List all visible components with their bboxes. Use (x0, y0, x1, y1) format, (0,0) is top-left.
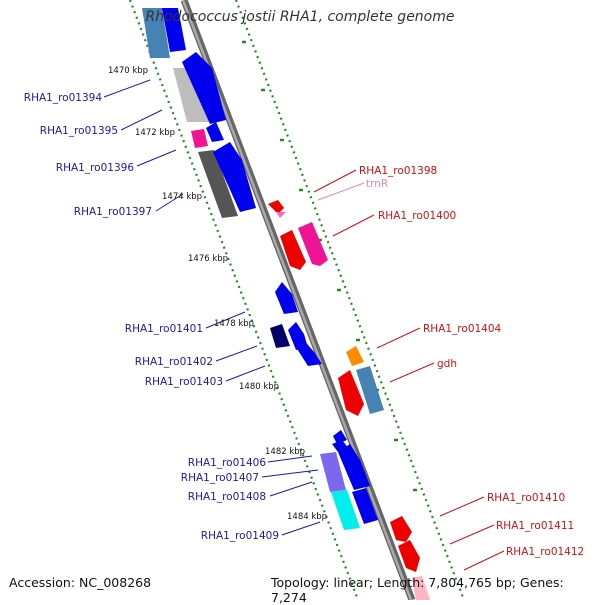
right-track-ticks (242, 40, 417, 492)
gene-shape-blue-3[interactable] (213, 142, 256, 212)
tick-label: 1470 kbp (108, 66, 148, 76)
leader-lines-left (103, 79, 321, 536)
tick-labels: 1470 kbp 1472 kbp 1474 kbp 1476 kbp 1478… (108, 66, 327, 522)
gene-shape-ro01402[interactable] (270, 324, 290, 348)
gene-shape-ro01411[interactable] (398, 540, 420, 572)
gene-shape-ro01404[interactable] (346, 346, 364, 366)
gene-shape-ro01410[interactable] (390, 516, 412, 542)
accession-text: Accession: NC_008268 (9, 575, 152, 590)
gene-shape-ro01403[interactable] (294, 338, 322, 366)
forward-genes (142, 8, 378, 530)
gene-shape-ro01397[interactable] (198, 150, 238, 218)
gene-shape-ro01394[interactable] (142, 8, 170, 58)
gene-shape-ro01395[interactable] (173, 68, 211, 122)
gene-label-ro01411[interactable]: RHA1_ro01411 (496, 520, 574, 532)
tick-label: 1474 kbp (162, 192, 202, 202)
gene-shape-pink-ro01400[interactable] (298, 222, 328, 266)
tick-label: 1480 kbp (239, 382, 279, 392)
gene-label-ro01394[interactable]: RHA1_ro01394 (24, 92, 103, 104)
genome-backbone (180, 0, 416, 600)
gene-label-ro01401[interactable]: RHA1_ro01401 (125, 323, 203, 335)
tick-label: 1482 kbp (265, 447, 305, 457)
gene-shape-trnR[interactable] (276, 212, 286, 218)
gene-label-ro01402[interactable]: RHA1_ro01402 (135, 356, 213, 368)
gene-label-ro01396[interactable]: RHA1_ro01396 (56, 162, 135, 174)
tick-label: 1472 kbp (135, 128, 175, 138)
gene-label-ro01403[interactable]: RHA1_ro01403 (145, 376, 223, 388)
forward-gene-labels: RHA1_ro01394 RHA1_ro01395 RHA1_ro01396 R… (24, 92, 279, 542)
gene-label-ro01407[interactable]: RHA1_ro01407 (181, 472, 259, 484)
gene-shape-ro01400[interactable] (280, 230, 306, 270)
gene-shape-small-blue[interactable] (333, 430, 347, 444)
gene-shape-ro01408[interactable] (331, 490, 360, 530)
gene-label-ro01398[interactable]: RHA1_ro01398 (359, 165, 437, 177)
gene-shape-blue-5[interactable] (338, 444, 370, 490)
gene-shape-blue-6[interactable] (352, 488, 378, 524)
reverse-gene-labels: RHA1_ro01398 trnR RHA1_ro01400 RHA1_ro01… (359, 165, 584, 558)
gene-label-ro01409[interactable]: RHA1_ro01409 (201, 530, 279, 542)
tick-label: 1476 kbp (188, 254, 228, 264)
gene-label-ro01400[interactable]: RHA1_ro01400 (378, 210, 456, 222)
gene-label-ro01397[interactable]: RHA1_ro01397 (74, 206, 152, 218)
gene-shape-gdh-red[interactable] (338, 370, 364, 416)
gene-label-ro01408[interactable]: RHA1_ro01408 (188, 491, 266, 503)
dotted-tracks (128, 0, 466, 600)
gene-shape-ro01401[interactable] (275, 282, 298, 314)
reverse-genes (268, 200, 430, 600)
gene-shape-ro01396[interactable] (191, 129, 208, 148)
gene-label-trnR[interactable]: trnR (366, 178, 388, 190)
tick-label: 1484 kbp (287, 512, 327, 522)
leader-lines-right (313, 169, 505, 571)
tick-label: 1478 kbp (214, 319, 254, 329)
gene-label-gdh[interactable]: gdh (437, 358, 457, 370)
gene-label-ro01410[interactable]: RHA1_ro01410 (487, 492, 565, 504)
gene-shape-ro01412[interactable] (412, 576, 430, 600)
gene-shape-gdh[interactable] (356, 366, 384, 414)
gene-shape-ro01398[interactable] (268, 200, 284, 214)
gene-label-ro01406[interactable]: RHA1_ro01406 (188, 457, 267, 469)
gene-shape-blue-1[interactable] (182, 52, 226, 124)
gene-shape-top-blue[interactable] (162, 8, 186, 52)
topology-text: Topology: linear; Length: 7,804,765 bp; … (271, 575, 564, 605)
gene-shape-blue-2[interactable] (206, 122, 224, 142)
gene-shape-ro01407[interactable] (320, 452, 346, 492)
gene-label-ro01412[interactable]: RHA1_ro01412 (506, 546, 584, 558)
gene-label-ro01395[interactable]: RHA1_ro01395 (40, 125, 118, 137)
gene-label-ro01404[interactable]: RHA1_ro01404 (423, 323, 502, 335)
map-title: Rhodococcus jostii RHA1, complete genome (145, 9, 455, 25)
